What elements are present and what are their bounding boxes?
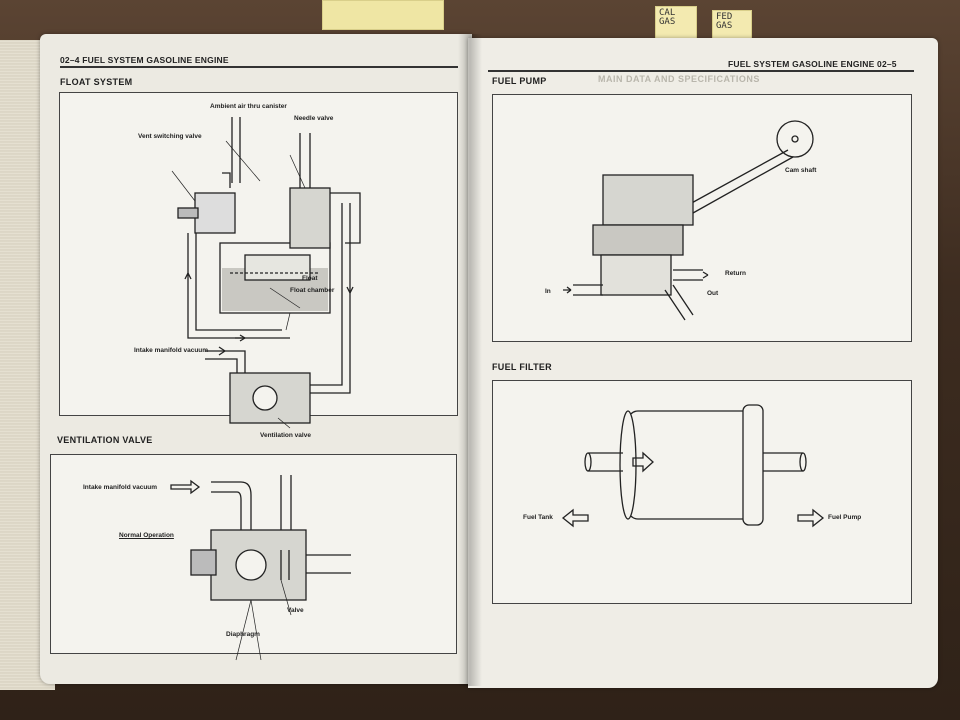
fuel-pump-diagram: [563, 120, 814, 321]
right-page: FUEL SYSTEM GASOLINE ENGINE 02–5 MAIN DA…: [468, 38, 938, 688]
label-return: Return: [725, 270, 746, 277]
label-vent-intake-manifold-vacuum: Intake manifold vacuum: [83, 484, 158, 491]
label-normal-operation: Normal Operation: [119, 532, 174, 539]
label-float: Float: [302, 275, 318, 282]
ventilation-valve-title: VENTILATION VALVE: [57, 435, 153, 445]
label-fuel-pump: Fuel Pump: [828, 514, 862, 521]
fuel-filter-title: FUEL FILTER: [492, 362, 552, 372]
float-system-figure: Ambient air thru canister Needle valve V…: [59, 92, 458, 439]
label-ambient-air: Ambient air thru canister: [210, 103, 287, 110]
left-page: 02–4 FUEL SYSTEM GASOLINE ENGINE FLOAT S…: [40, 34, 472, 684]
label-vent-switching-valve: Vent switching valve: [138, 133, 202, 140]
ventilation-valve-figure: Intake manifold vacuum Normal Operation …: [50, 454, 457, 661]
fuel-filter-figure: Fuel Tank Fuel Pump: [492, 380, 912, 604]
right-header-rule: [488, 70, 914, 72]
label-ventilation-valve: Ventilation valve: [260, 432, 311, 439]
label-diaphragm: Diaphragm: [226, 631, 260, 638]
label-intake-manifold-vacuum: Intake manifold vacuum: [134, 347, 209, 354]
label-fuel-tank: Fuel Tank: [523, 514, 553, 521]
label-float-chamber: Float chamber: [290, 287, 335, 294]
float-system-diagram: [171, 117, 361, 429]
book-gutter-shadow: [458, 34, 482, 686]
float-system-title: FLOAT SYSTEM: [60, 77, 133, 87]
fuel-pump-title: FUEL PUMP: [492, 76, 547, 86]
ventilation-valve-diagram: [170, 475, 351, 661]
label-cam-shaft: Cam shaft: [785, 167, 817, 174]
label-out: Out: [707, 290, 719, 297]
sticky-note-cal-gas: CAL GAS: [655, 6, 697, 42]
label-needle-valve: Needle valve: [294, 115, 334, 122]
left-header-rule: [60, 66, 458, 68]
label-in: In: [545, 288, 551, 295]
label-valve: Valve: [287, 607, 304, 614]
sticky-note-yellow: [322, 0, 444, 30]
left-running-head: 02–4 FUEL SYSTEM GASOLINE ENGINE: [60, 55, 229, 65]
right-running-head: FUEL SYSTEM GASOLINE ENGINE 02–5: [728, 59, 897, 69]
fuel-pump-figure: Cam shaft Return Out In: [492, 94, 912, 342]
fuel-filter-diagram: [561, 404, 825, 528]
bleed-through-text: MAIN DATA AND SPECIFICATIONS: [598, 74, 760, 84]
